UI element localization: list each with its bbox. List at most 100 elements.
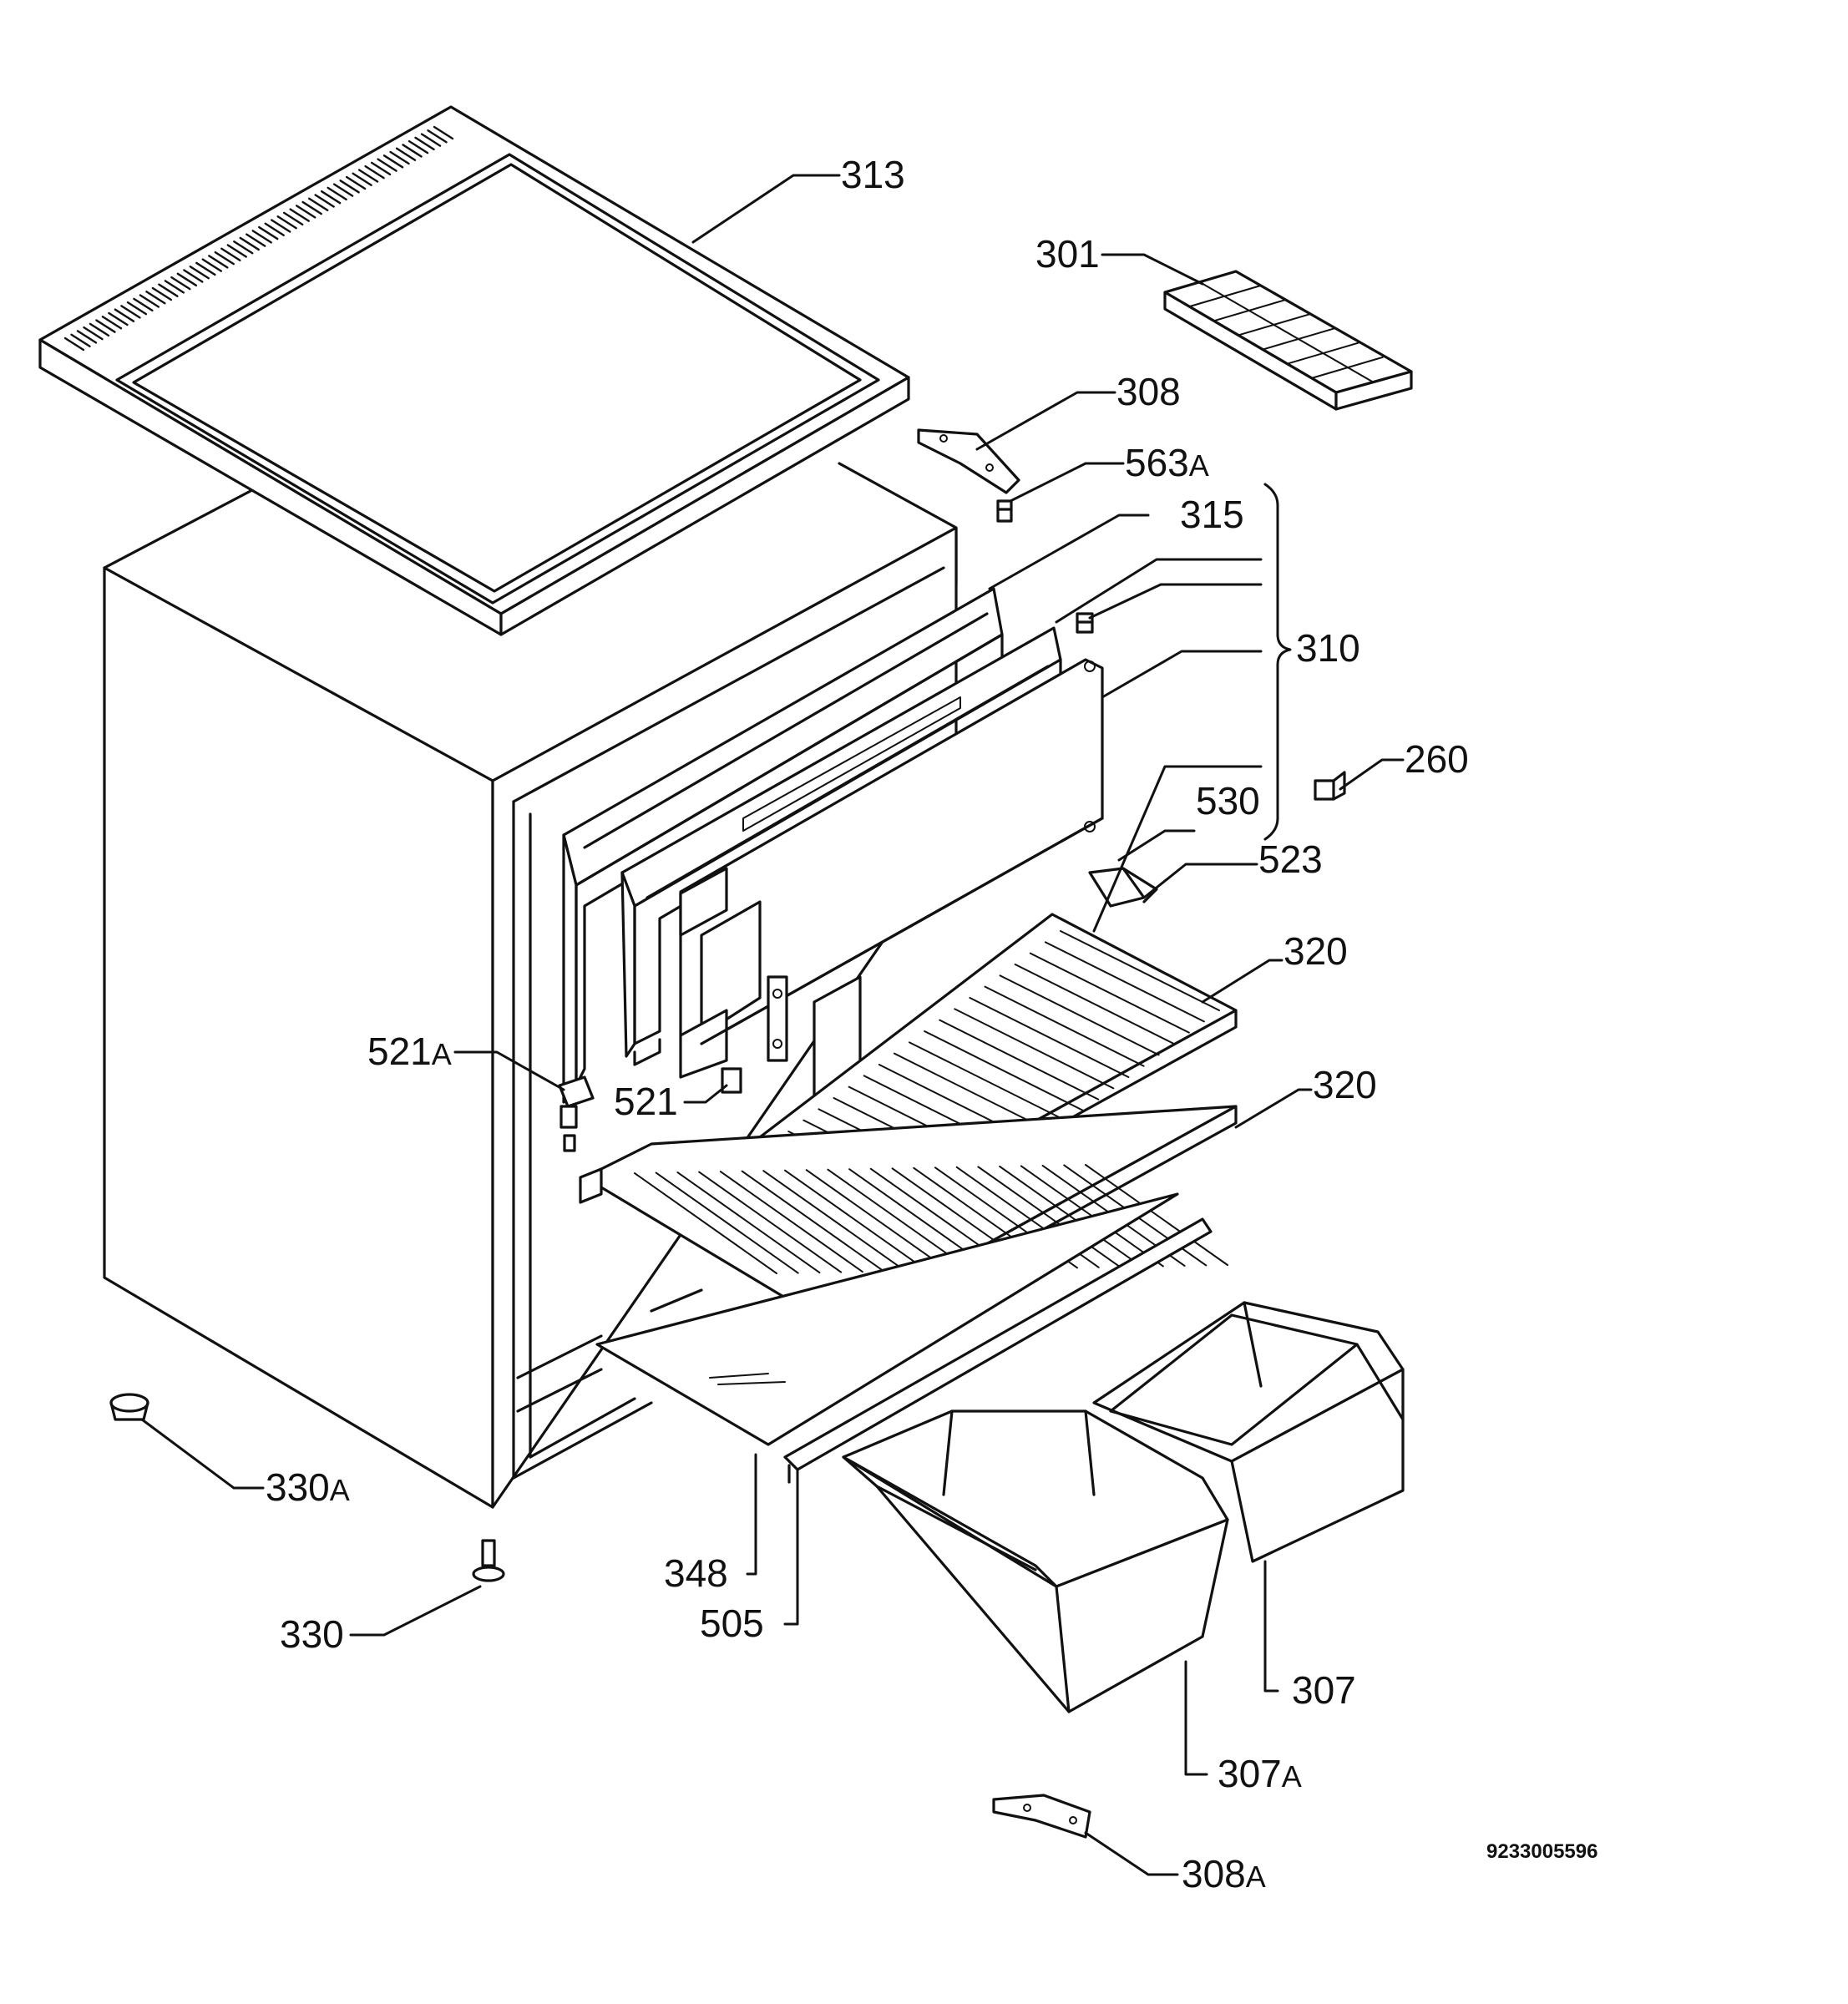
vent-slot <box>345 175 367 190</box>
vent-slot <box>195 261 216 276</box>
shelf-rib <box>634 1172 777 1274</box>
vent-slot <box>239 236 260 251</box>
vent-slot <box>332 183 354 197</box>
vent-slot <box>70 333 91 347</box>
vent-slot <box>145 291 166 305</box>
label-315: 315 <box>1180 493 1244 536</box>
vent-slot <box>251 230 272 244</box>
vent-slot <box>301 200 322 215</box>
label-563a: 563A <box>1125 441 1209 484</box>
label-320-lower: 320 <box>1313 1063 1377 1106</box>
shelf-rib <box>924 1030 1085 1111</box>
vent-slot <box>76 330 98 344</box>
vent-slot <box>183 269 204 283</box>
label-260: 260 <box>1405 737 1469 781</box>
door-pin <box>1076 612 1094 634</box>
shelf-rib <box>939 1019 1100 1101</box>
vent-slot <box>214 250 235 266</box>
shelf-rib <box>762 1170 907 1273</box>
label-505: 505 <box>700 1602 764 1645</box>
vent-slot <box>83 326 104 341</box>
vent-slot <box>408 139 429 154</box>
label-330a: 330A <box>266 1465 350 1509</box>
shelf-rib <box>741 1170 885 1273</box>
vent-slot <box>164 280 185 294</box>
label-521a: 521A <box>367 1030 452 1073</box>
shelf-rib <box>999 1165 1143 1268</box>
label-530: 530 <box>1196 779 1260 822</box>
shelf-rib <box>655 1172 799 1274</box>
label-348: 348 <box>664 1551 728 1595</box>
vent-slot <box>208 255 229 269</box>
vent-slot <box>414 136 435 151</box>
label-320-upper: 320 <box>1283 929 1348 973</box>
vent-slot <box>189 266 210 280</box>
vent-slot <box>276 215 297 230</box>
vent-slot <box>151 286 173 301</box>
vent-slot <box>176 272 198 287</box>
vent-slot <box>139 294 160 308</box>
label-523: 523 <box>1258 838 1323 881</box>
ice-tray-compartments <box>1188 281 1384 383</box>
vent-slot <box>420 133 442 147</box>
vent-slot <box>339 180 360 194</box>
vent-slot <box>264 222 285 236</box>
door-catch <box>1314 771 1346 801</box>
shelf-rib <box>676 1172 821 1274</box>
label-301: 301 <box>1035 232 1100 276</box>
vent-slot <box>133 297 154 312</box>
label-313: 313 <box>841 153 905 196</box>
vent-slot <box>126 301 148 316</box>
tray-divider <box>1199 281 1375 383</box>
vent-slot <box>433 125 454 140</box>
vent-slot <box>289 208 310 222</box>
label-330: 330 <box>280 1612 344 1656</box>
vent-slot <box>89 322 110 337</box>
vent-slot <box>327 186 347 201</box>
vent-slot <box>307 197 329 211</box>
document-number: 9233005596 <box>1486 1840 1597 1863</box>
thermostat-knob <box>558 1075 595 1152</box>
shelf-rib <box>969 997 1130 1078</box>
vent-slot <box>170 276 191 291</box>
door-inner-shelf-panel <box>679 658 1104 1104</box>
crisper-drawer-small <box>1092 1301 1405 1563</box>
vent-slot <box>352 172 372 186</box>
shelf-rib <box>977 1166 1121 1268</box>
shelf-rib <box>909 1041 1070 1123</box>
shelf-rib <box>999 974 1160 1056</box>
vent-slot <box>101 316 123 330</box>
part-labels: 313 301 308 563A 315 310 260 530 523 320… <box>266 153 1597 1895</box>
vent-slot <box>114 308 135 322</box>
shelf-rib <box>784 1169 928 1272</box>
vent-slot <box>220 247 241 261</box>
vent-slot <box>314 194 335 208</box>
vent-slot <box>382 154 404 169</box>
top-cover <box>38 105 910 636</box>
vent-slot <box>295 205 316 219</box>
vent-slot <box>377 158 397 172</box>
vent-slot <box>364 164 385 180</box>
vent-slot <box>370 161 392 176</box>
vent-slot <box>320 190 342 205</box>
shelf-rib <box>1044 941 1205 1023</box>
vent-slot <box>95 319 116 333</box>
shelf-rib <box>1014 964 1175 1045</box>
thermostat <box>721 1067 742 1094</box>
shelf-rib <box>984 985 1145 1067</box>
hinge-pin <box>996 499 1013 523</box>
vent-slot <box>63 337 85 352</box>
front-strip <box>783 1217 1213 1484</box>
glass-plate <box>595 1192 1179 1446</box>
vent-slot <box>258 225 279 240</box>
crisper-drawer-large <box>842 1409 1229 1713</box>
vent-slot <box>246 233 266 247</box>
vent-slot <box>395 147 417 161</box>
vent-slot <box>233 240 254 255</box>
adjustable-foot-cap <box>109 1393 149 1421</box>
shelf-rib <box>719 1171 863 1273</box>
vent-slot <box>283 211 304 226</box>
vent-slot <box>201 258 223 272</box>
ice-cube-tray <box>1163 270 1413 411</box>
